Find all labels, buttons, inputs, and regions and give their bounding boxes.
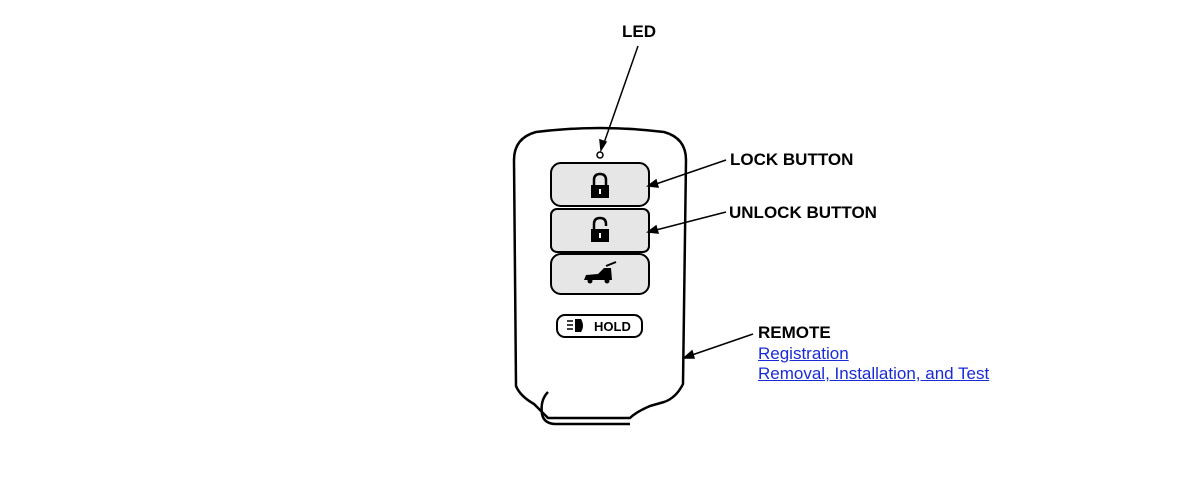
fob-outline (512, 126, 688, 420)
tailgate-button[interactable] (550, 253, 650, 295)
lock-button-label: LOCK BUTTON (730, 150, 854, 169)
unlock-leader (646, 211, 727, 234)
unlock-button[interactable] (550, 208, 650, 253)
led-label: LED (622, 22, 656, 41)
hold-button[interactable]: HOLD (556, 314, 643, 338)
leader-lines (599, 45, 754, 359)
key-fob (512, 126, 688, 426)
remote-label: REMOTE (758, 323, 831, 342)
led-indicator (596, 151, 604, 159)
lock-open-icon (591, 216, 609, 242)
lock-closed-icon (591, 172, 609, 198)
removal-installation-test-link[interactable]: Removal, Installation, and Test (758, 364, 990, 383)
tailgate-icon (584, 261, 617, 284)
unlock-button-label: UNLOCK BUTTON (729, 203, 877, 222)
lock-leader (646, 159, 727, 188)
key-blade-tab (540, 391, 630, 426)
lock-button[interactable] (550, 162, 650, 207)
hold-label: HOLD (594, 319, 631, 334)
registration-link[interactable]: Registration (758, 344, 849, 363)
led-leader (599, 45, 639, 153)
panic-light-icon (567, 319, 583, 332)
remote-leader (682, 333, 754, 359)
